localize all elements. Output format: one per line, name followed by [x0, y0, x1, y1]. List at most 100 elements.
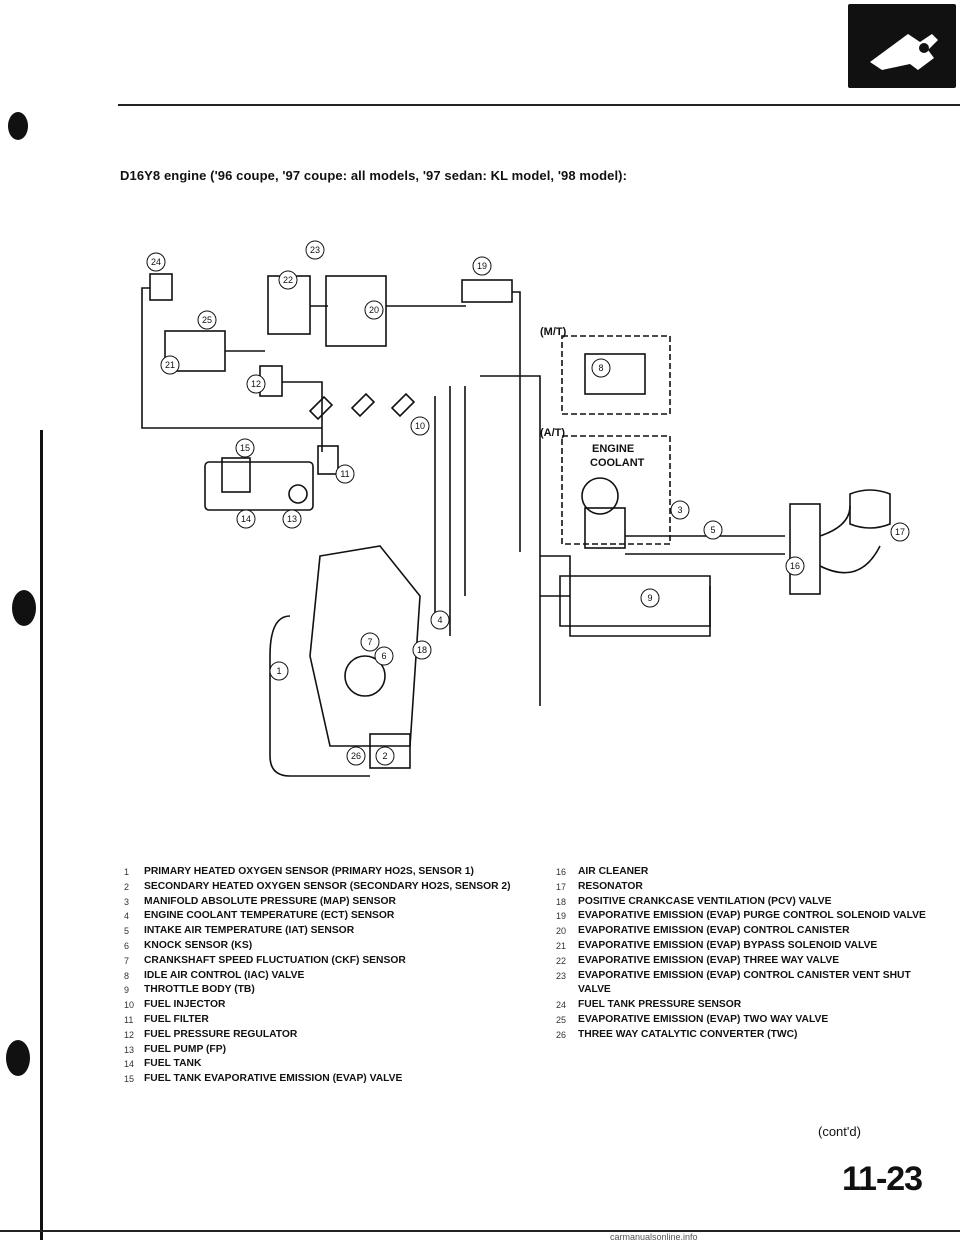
legend-text: EVAPORATIVE EMISSION (EVAP) BYPASS SOLEN…: [578, 939, 878, 951]
legend-item: 18 POSITIVE CRANKCASE VENTILATION (PCV) V…: [556, 895, 926, 910]
svg-text:2: 2: [382, 751, 387, 761]
legend-text: THROTTLE BODY (TB): [144, 984, 255, 996]
fuel-tank: [204, 461, 314, 511]
callout: 12: [246, 374, 266, 394]
callout: 2: [375, 746, 395, 766]
legend-text: POSITIVE CRANKCASE VENTILATION (PCV) VAL…: [578, 895, 832, 907]
callout: 14: [236, 509, 256, 529]
legend-text: FUEL TANK: [144, 1058, 202, 1070]
binding-hole: [12, 590, 36, 626]
page-title: D16Y8 engine ('96 coupe, '97 coupe: all …: [120, 168, 628, 183]
legend-text: IDLE AIR CONTROL (IAC) VALVE: [144, 969, 305, 981]
legend-number: 4: [124, 911, 130, 922]
legend-number: 16: [556, 867, 567, 877]
legend-item: 4 ENGINE COOLANT TEMPERATURE (ECT) SENSOR: [124, 909, 534, 924]
svg-text:22: 22: [283, 275, 293, 285]
throttle-body: [584, 507, 626, 549]
svg-text:21: 21: [165, 360, 175, 370]
at-label: (A/T): [540, 427, 565, 439]
legend-number: 7: [124, 955, 130, 966]
callout: 18: [412, 640, 432, 660]
legend-number: 15: [124, 1074, 135, 1085]
legend-text: AIR CLEANER: [578, 866, 649, 877]
vacuum-hose-routing-diagram: (M/T) (A/T) ENGINE COOLANT 1 2 3 4 5 6 7…: [130, 236, 920, 786]
legend-item: 7 CRANKSHAFT SPEED FLUCTUATION (CKF) SENS…: [124, 954, 534, 969]
legend-number: 24: [556, 1000, 567, 1011]
legend-text: EVAPORATIVE EMISSION (EVAP) CONTROL CANI…: [578, 925, 850, 937]
legend-item: 14 FUEL TANK: [124, 1057, 534, 1072]
legend-number: 11: [124, 1014, 134, 1025]
legend-text: CRANKSHAFT SPEED FLUCTUATION (CKF) SENSO…: [144, 954, 406, 966]
page-number: 11-23: [842, 1160, 923, 1198]
svg-text:26: 26: [351, 751, 361, 761]
legend-number: 18: [556, 896, 567, 907]
callout: 9: [640, 588, 660, 608]
engine-label: ENGINE: [592, 443, 634, 455]
legend-number: 5: [124, 926, 130, 937]
purge-control-solenoid: [461, 279, 513, 303]
svg-text:19: 19: [477, 261, 487, 271]
legend-number: 10: [124, 1000, 135, 1011]
footer-rule: [0, 1230, 960, 1232]
svg-text:13: 13: [287, 514, 297, 524]
legend-text: RESONATOR: [578, 880, 643, 892]
binding-hole: [6, 1040, 30, 1076]
legend-text: THREE WAY CATALYTIC CONVERTER (TWC): [578, 1028, 798, 1040]
exhaust-pipe: [269, 615, 370, 777]
legend-text: FUEL FILTER: [144, 1013, 209, 1025]
legend-number: 25: [556, 1014, 567, 1025]
header-rule: [118, 104, 960, 106]
legend-number: 6: [124, 940, 130, 951]
legend-item: 26 THREE WAY CATALYTIC CONVERTER (TWC): [556, 1028, 926, 1043]
callout: 25: [197, 310, 217, 330]
fuel-tank-evap-valve: [221, 457, 251, 493]
callout: 22: [278, 270, 298, 290]
fuel-injectors: [308, 392, 416, 421]
watermark: carmanualsonline.info: [610, 1232, 698, 1242]
svg-text:16: 16: [790, 561, 800, 571]
svg-text:9: 9: [647, 593, 652, 603]
svg-text:7: 7: [367, 637, 372, 647]
fuel-nozzle-logo-icon: [848, 4, 956, 88]
callout: 13: [282, 509, 302, 529]
legend-number: 14: [124, 1059, 135, 1070]
legend-number: 9: [124, 985, 130, 996]
callout: 15: [235, 438, 255, 458]
callout: 4: [430, 610, 450, 630]
legend-text: FUEL TANK PRESSURE SENSOR: [578, 999, 742, 1011]
legend-item: 24 FUEL TANK PRESSURE SENSOR: [556, 998, 926, 1013]
callout: 23: [305, 240, 325, 260]
callout: 17: [890, 522, 910, 542]
legend-number: 26: [556, 1029, 567, 1040]
svg-text:11: 11: [340, 469, 349, 479]
legend-text: EVAPORATIVE EMISSION (EVAP) CONTROL CANI…: [578, 969, 911, 996]
throttle-duct: [559, 575, 711, 627]
svg-text:17: 17: [895, 527, 905, 537]
svg-text:14: 14: [241, 514, 251, 524]
legend-item: 16 AIR CLEANER: [556, 865, 926, 880]
evap-canister: [325, 275, 387, 347]
legend-text: EVAPORATIVE EMISSION (EVAP) PURGE CONTRO…: [578, 910, 926, 922]
catalytic-converter: [369, 733, 411, 769]
legend-text: EVAPORATIVE EMISSION (EVAP) TWO WAY VALV…: [578, 1013, 829, 1025]
legend-text: FUEL TANK EVAPORATIVE EMISSION (EVAP) VA…: [144, 1073, 403, 1085]
callout: 10: [410, 416, 430, 436]
callout: 6: [374, 646, 394, 666]
legend-number: 19: [556, 911, 567, 922]
svg-text:24: 24: [151, 257, 161, 267]
fuel-tank-pressure-sensor: [149, 273, 173, 301]
legend-text: ENGINE COOLANT TEMPERATURE (ECT) SENSOR: [144, 910, 395, 922]
svg-text:6: 6: [381, 651, 386, 661]
callout: 24: [146, 252, 166, 272]
svg-text:18: 18: [417, 645, 427, 655]
iac-valve-mt: [584, 353, 646, 395]
legend-number: 1: [124, 867, 130, 877]
